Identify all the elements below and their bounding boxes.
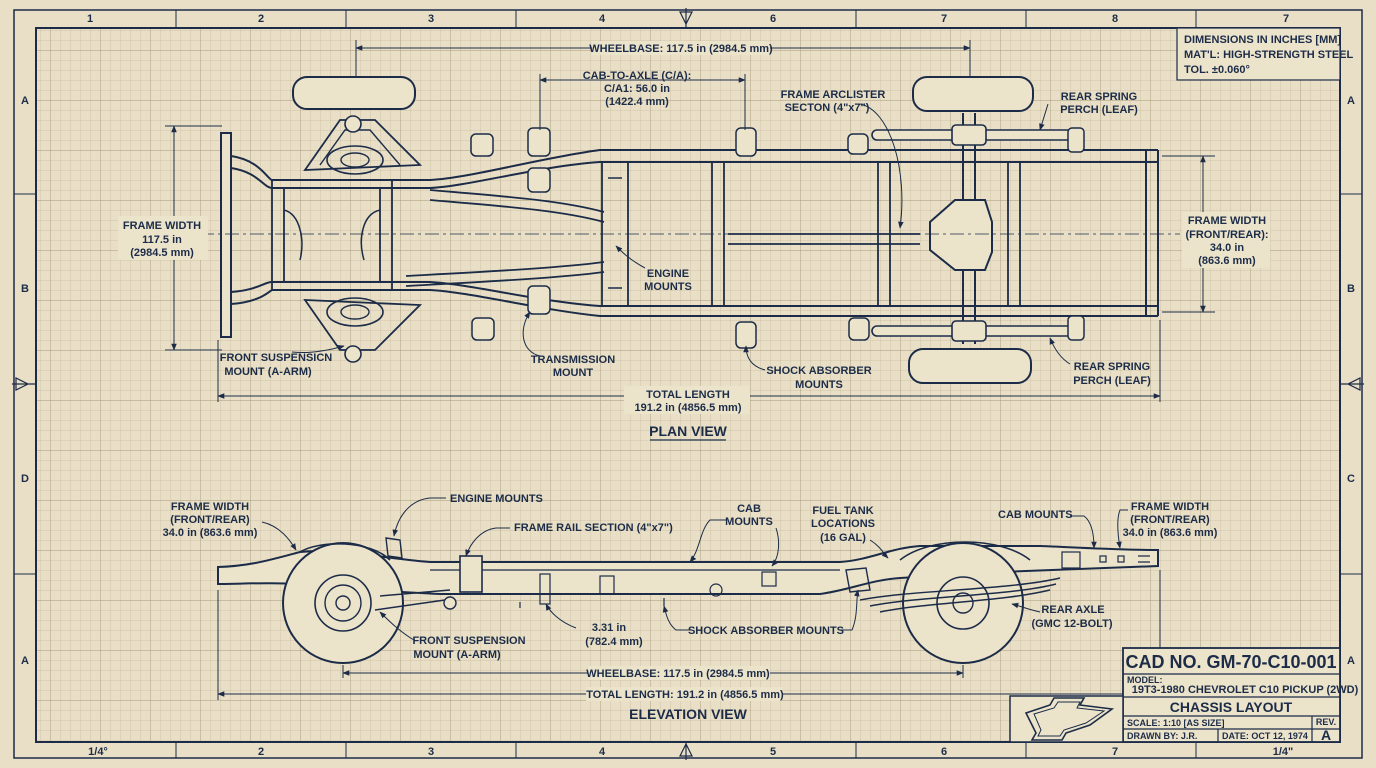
elev-frame-width-right-line3: 34.0 in (863.6 mm) xyxy=(1123,527,1218,539)
title-block-rev-value: A xyxy=(1321,727,1331,743)
plan-frame-width-right-line4: (863.6 mm) xyxy=(1198,255,1256,267)
elev-frame-width-left-line3: 34.0 in (863.6 mm) xyxy=(163,527,258,539)
notes-line-1: DIMENSIONS IN INCHES [MM] xyxy=(1184,34,1341,46)
plan-frame-section-line1: FRAME ARCLISTER xyxy=(781,89,886,101)
zone-bottom-1: 1/4° xyxy=(88,746,108,758)
elevation-leader-lines xyxy=(261,497,1128,641)
plan-cab-to-axle-line1: CAB-TO-AXLE (C/A): xyxy=(583,70,692,82)
elev-front-susp-line2: MOUNT (A-ARM) xyxy=(413,649,501,661)
title-block-scale: SCALE: 1:10 [AS SIZE] xyxy=(1127,718,1225,728)
plan-view-title: PLAN VIEW xyxy=(649,423,728,439)
zone-right-2: B xyxy=(1347,283,1355,295)
zone-bottom-6: 6 xyxy=(941,746,947,758)
plan-shock-line1: SHOCK ABSORBER xyxy=(766,365,871,377)
elev-frame-rail-label: FRAME RAIL SECTION (4"x7") xyxy=(514,522,673,534)
plan-rear-spring-bottom-line2: PERCH (LEAF) xyxy=(1073,375,1151,387)
title-block-cad-no: CAD NO. GM-70-C10-001 xyxy=(1125,652,1336,672)
zone-left-3: D xyxy=(21,473,29,485)
center-marks xyxy=(12,8,1364,760)
plan-rear-spring-top-line1: REAR SPRING xyxy=(1061,91,1137,103)
plan-shock-line2: MOUNTS xyxy=(795,379,843,391)
zone-right-4: A xyxy=(1347,655,1355,667)
plan-engine-mounts-line1: ENGINE xyxy=(647,268,689,280)
elev-frame-width-right-line1: FRAME WIDTH xyxy=(1131,501,1209,513)
zone-bottom-8: 1/4" xyxy=(1273,746,1294,758)
zone-top-6: 7 xyxy=(941,13,947,25)
plan-transmission-line2: MOUNT xyxy=(553,367,594,379)
notes-line-3: TOL. ±0.060° xyxy=(1184,64,1250,76)
plan-total-length-line2: 191.2 in (4856.5 mm) xyxy=(634,402,741,414)
plan-rear-spring-top-line2: PERCH (LEAF) xyxy=(1060,104,1138,116)
zone-left-4: A xyxy=(21,655,29,667)
zone-top-8: 7 xyxy=(1283,13,1289,25)
zone-top-3: 3 xyxy=(428,13,434,25)
plan-frame-width-left-line3: (2984.5 mm) xyxy=(130,247,194,259)
plan-cab-to-axle-line3: (1422.4 mm) xyxy=(605,96,669,108)
notes-line-2: MAT'L: HIGH-STRENGTH STEEL xyxy=(1184,49,1354,61)
plan-transmission-line1: TRANSMISSION xyxy=(531,354,615,366)
elev-shock-label: SHOCK ABSORBER MOUNTS xyxy=(688,625,844,637)
zone-bottom-7: 7 xyxy=(1112,746,1118,758)
elev-frame-width-right-line2: (FRONT/REAR) xyxy=(1130,514,1210,526)
title-block-model-label: MODEL: xyxy=(1127,675,1163,685)
zone-top-7: 8 xyxy=(1112,13,1118,25)
plan-frame-width-right-line3: 34.0 in xyxy=(1210,242,1245,254)
plan-leader-lines xyxy=(291,103,1071,371)
zone-bottom-3: 3 xyxy=(428,746,434,758)
zone-right-1: A xyxy=(1347,95,1355,107)
elev-frame-width-left-line2: (FRONT/REAR) xyxy=(170,514,250,526)
title-block: CAD NO. GM-70-C10-001 MODEL: 19T3-1980 C… xyxy=(1009,647,1359,743)
elev-wheelbase-label: WHEELBASE: 117.5 in (2984.5 mm) xyxy=(586,668,770,680)
plan-wheelbase-label: WHEELBASE: 117.5 in (2984.5 mm) xyxy=(589,43,773,55)
elev-total-length-label: TOTAL LENGTH: 191.2 in (4856.5 mm) xyxy=(586,689,784,701)
zone-bottom-2: 2 xyxy=(258,746,264,758)
title-block-rev-label: REV. xyxy=(1316,717,1336,727)
plan-frame-width-left-line2: 117.5 in xyxy=(142,234,182,246)
plan-view-drawing xyxy=(200,76,1180,384)
plan-frame-width-right-line1: FRAME WIDTH xyxy=(1188,215,1266,227)
zone-top-5: 6 xyxy=(770,13,776,25)
elev-cab-mounts-right-label: CAB MOUNTS xyxy=(998,509,1073,521)
general-notes: DIMENSIONS IN INCHES [MM] MAT'L: HIGH-ST… xyxy=(1176,27,1354,81)
zone-bottom-4: 4 xyxy=(599,746,606,758)
title-block-title: CHASSIS LAYOUT xyxy=(1170,699,1293,715)
elevation-view-title: ELEVATION VIEW xyxy=(629,706,747,722)
zone-right-3: C xyxy=(1347,473,1355,485)
elev-fuel-tank-line3: (16 GAL) xyxy=(820,532,866,544)
plan-engine-mounts-line2: MOUNTS xyxy=(644,281,692,293)
elev-fuel-tank-line2: LOCATIONS xyxy=(811,518,875,530)
plan-front-susp-line1: FRONT SUSPENSICN xyxy=(220,352,333,364)
plan-front-susp-line2: MOUNT (A-ARM) xyxy=(224,366,312,378)
plan-rear-spring-bottom-line1: REAR SPRING xyxy=(1074,361,1150,373)
elev-dim-line2: (782.4 mm) xyxy=(585,636,643,648)
plan-total-length-line1: TOTAL LENGTH xyxy=(646,389,730,401)
plan-frame-section-line2: SECTON (4"x7") xyxy=(785,102,870,114)
plan-frame-width-left-line1: FRAME WIDTH xyxy=(123,220,201,232)
sheet-border-inner xyxy=(35,27,1341,743)
zone-left-1: A xyxy=(21,95,29,107)
title-block-date: DATE: OCT 12, 1974 xyxy=(1222,731,1308,741)
plan-frame-width-right-line2: (FRONT/REAR): xyxy=(1185,229,1268,241)
zone-top-2: 2 xyxy=(258,13,264,25)
zone-top-4: 4 xyxy=(599,13,606,25)
title-block-drawn-by: DRAWN BY: J.R. xyxy=(1127,731,1197,741)
elev-rear-axle-line1: REAR AXLE xyxy=(1041,604,1104,616)
zone-bottom-5: 5 xyxy=(770,746,776,758)
elev-engine-mounts-label: ENGINE MOUNTS xyxy=(450,493,543,505)
plan-cab-to-axle-line2: C/A1: 56.0 in xyxy=(604,83,670,95)
elevation-view-drawing xyxy=(217,537,1159,664)
zone-top-1: 1 xyxy=(87,13,93,25)
elev-front-susp-line1: FRONT SUSPENSION xyxy=(412,635,525,647)
title-block-model-value: 19T3-1980 CHEVROLET C10 PICKUP (2WD) xyxy=(1132,684,1359,696)
elev-frame-width-left-line1: FRAME WIDTH xyxy=(171,501,249,513)
chevrolet-bowtie-logo xyxy=(1024,697,1115,741)
elev-cab-mounts-mid-line2: MOUNTS xyxy=(725,516,773,528)
elev-cab-mounts-mid-line1: CAB xyxy=(737,503,761,515)
elev-dim-line1: 3.31 in xyxy=(592,622,627,634)
zone-left-2: B xyxy=(21,283,29,295)
elev-rear-axle-line2: (GMC 12-BOLT) xyxy=(1031,618,1112,630)
elev-fuel-tank-line1: FUEL TANK xyxy=(812,505,873,517)
